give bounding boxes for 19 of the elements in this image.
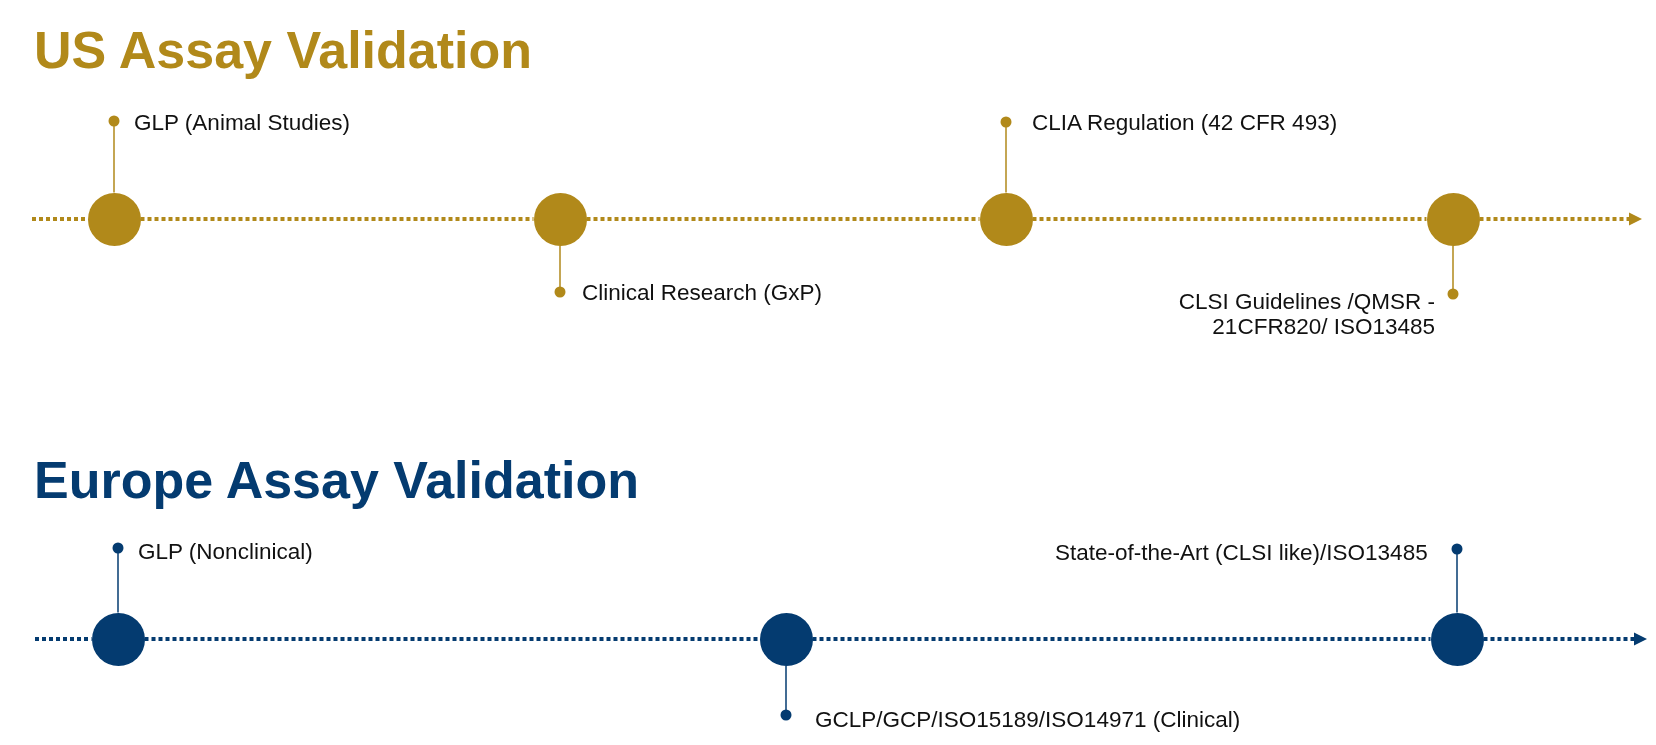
milestone-label: CLIA Regulation (42 CFR 493): [1000, 109, 1338, 135]
timeline-line: [32, 217, 88, 221]
milestone-label: Clinical Research (GxP): [554, 279, 823, 305]
milestone-label: CLSI Guidelines /QMSR - 21CFR820/ ISO13485: [1155, 288, 1459, 339]
timeline-arrow: [1483, 632, 1647, 646]
milestone-label: GLP (Animal Studies): [108, 109, 350, 135]
milestone-label: State-of-the-Art (CLSI like)/ISO13485: [1055, 539, 1463, 565]
timeline-line: [1032, 217, 1427, 221]
leader-line: [780, 664, 792, 721]
milestone-label: GLP (Nonclinical): [112, 538, 313, 564]
leader-line: [112, 542, 124, 614]
leader-line: [1451, 543, 1463, 614]
leader-line: [1000, 116, 1012, 194]
timeline-line: [812, 637, 1431, 641]
leader-line: [108, 115, 120, 194]
leader-line: [1447, 244, 1459, 300]
milestone-label: GCLP/GCP/ISO15189/ISO14971 (Clinical): [780, 706, 1241, 732]
leader-line: [554, 244, 566, 298]
timeline-arrow: [1479, 212, 1642, 226]
